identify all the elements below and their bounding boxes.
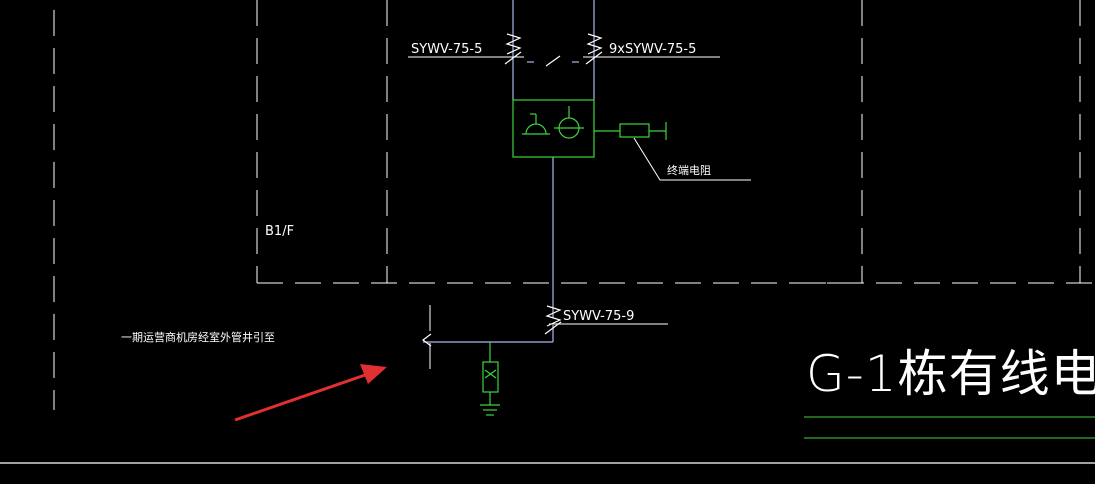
distribution-box <box>512 99 667 158</box>
label-incoming-note: 一期运营商机房经室外管井引至 <box>121 330 275 344</box>
label-cable-left-upper: SYWV-75-5 <box>411 42 482 57</box>
surge-protector <box>480 342 500 416</box>
tick-left-upper <box>504 51 522 65</box>
arrow-head-icon <box>360 364 387 384</box>
break-lower <box>545 305 562 327</box>
cable-break-symbols <box>422 33 603 347</box>
resistor-icon <box>619 123 650 138</box>
leader-resistor <box>633 137 751 181</box>
protector-diag-2 <box>484 369 497 379</box>
cable-lines <box>423 0 595 343</box>
tick-right-upper <box>585 51 603 65</box>
label-terminal-resistor: 终端电阻 <box>667 163 711 177</box>
protector-icon <box>482 361 499 393</box>
arrow-shaft <box>234 372 369 422</box>
tick-center-upper <box>545 55 561 67</box>
label-underlines <box>408 56 751 325</box>
break-right-upper <box>586 33 603 55</box>
drawing-title: G-1栋有线电视 <box>806 345 1095 403</box>
dashed-boundaries <box>53 0 1095 410</box>
break-feed <box>422 333 432 347</box>
break-left-upper <box>505 33 522 55</box>
red-arrow <box>234 364 387 422</box>
box-frame <box>512 99 595 158</box>
label-cable-right-upper: 9xSYWV-75-5 <box>609 42 696 57</box>
label-floor-level: B1/F <box>265 224 294 239</box>
title-underlines <box>804 416 1095 439</box>
label-cable-lower: SYWV-75-9 <box>563 309 634 324</box>
splitter-icon <box>525 123 547 135</box>
